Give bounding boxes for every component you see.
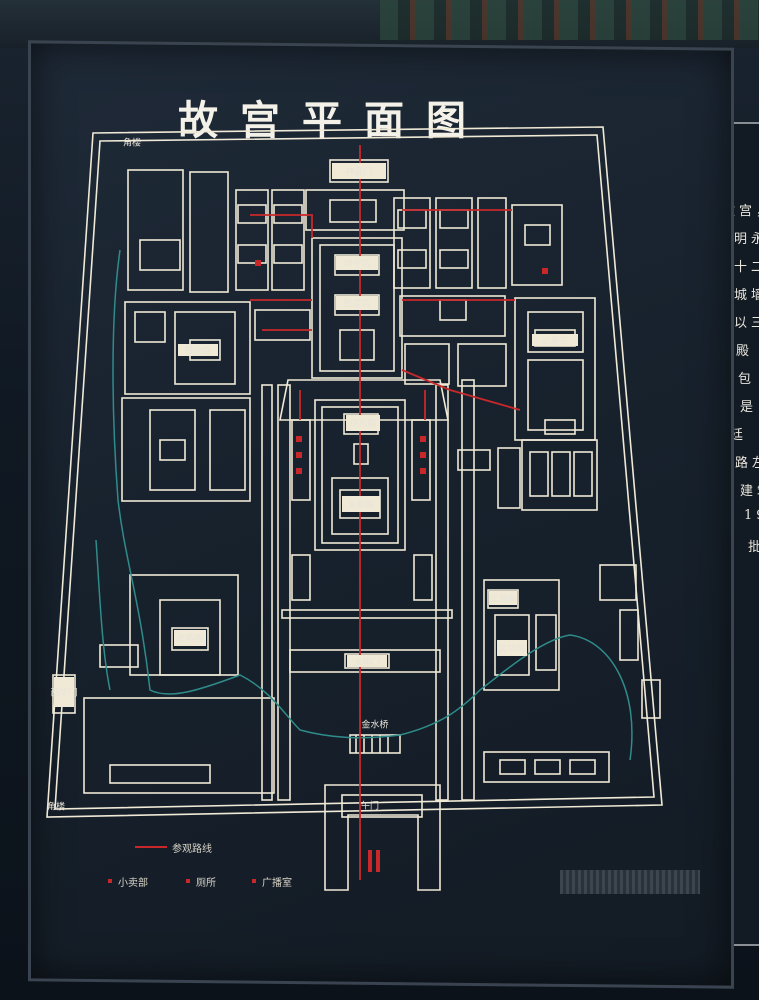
label-kunninggong: 坤宁宫: [336, 256, 378, 270]
description-line: 路左: [735, 456, 759, 471]
label-taihemen: 太和门: [347, 655, 387, 668]
svg-text:西华门: 西华门: [50, 687, 77, 699]
svg-text:太和门: 太和门: [353, 656, 380, 668]
label-wenyuange: 文渊阁: [489, 591, 517, 605]
svg-text:神武门: 神武门: [345, 166, 372, 178]
inner-court: [311, 237, 403, 379]
svg-text:坤宁宫: 坤宁宫: [343, 258, 370, 270]
svg-text:太和殿: 太和殿: [347, 499, 374, 511]
label-xihuamen: 西华门: [50, 677, 78, 707]
legend-exhibit-dot: [186, 879, 190, 883]
legend-exhibit-label: 厕所: [196, 878, 216, 889]
label-taihedian: 太和殿: [342, 496, 380, 512]
svg-text:午门: 午门: [361, 800, 379, 812]
xihuamen-gate: [52, 674, 76, 714]
legend-toilet-label: 小卖部: [118, 878, 148, 889]
description-line: 建筑: [740, 484, 759, 499]
outer-wall-inner: [54, 134, 655, 810]
svg-text:文渊阁: 文渊阁: [489, 593, 516, 605]
svg-text:保和殿: 保和殿: [349, 418, 376, 430]
label-qianqinggong: 乾清宫: [336, 296, 378, 310]
glass-reflection: [560, 870, 700, 894]
label-jiaolou-left: 角楼: [123, 137, 141, 149]
svg-text:武英殿: 武英殿: [176, 633, 203, 645]
map-title: 故宫平面图: [178, 97, 488, 144]
label-baohedian: 保和殿: [346, 415, 380, 431]
label-ningshougong: 宁寿宫: [532, 334, 578, 347]
label-wuyingdian: 武英殿: [174, 630, 206, 646]
inner-golden-water-river: [112, 249, 633, 761]
svg-text:金水桥: 金水桥: [361, 719, 388, 731]
wumen-gate: [324, 784, 441, 891]
label-wenhuadian: 文华殿: [497, 640, 527, 656]
cining-palace-block: [124, 301, 251, 395]
legend-toilet-dot: [108, 879, 112, 883]
legend-route-label: 参观路线: [172, 844, 212, 855]
label-shenwumen: 神武门: [332, 163, 386, 179]
description-line: 19: [744, 508, 759, 523]
jinshui-bridge: [349, 734, 401, 754]
facility-markers: [255, 260, 548, 872]
svg-text:角楼: 角楼: [123, 137, 141, 149]
description-line: 批: [748, 540, 759, 555]
svg-text:角楼: 角楼: [47, 801, 65, 813]
visit-route: [250, 145, 521, 880]
outer-wall: [46, 126, 663, 818]
legend-broadcast-label: 广播室: [262, 878, 292, 889]
svg-text:文华殿: 文华殿: [498, 643, 525, 655]
taihemen-gate: [289, 649, 441, 673]
label-wumen: 午门: [361, 800, 379, 812]
label-cininggong: 慈宁宫: [178, 344, 218, 357]
place-labels: 神武门坤宁宫乾清宫保和殿太和殿太和门午门金水桥武英殿文华殿文渊阁西华门角楼角楼宁…: [47, 137, 578, 813]
building-outlines: [46, 126, 663, 891]
water-channels: [95, 249, 633, 761]
svg-text:宁寿宫: 宁寿宫: [541, 335, 568, 347]
wenhua-hall-block: [483, 579, 560, 691]
svg-text:乾清宫: 乾清宫: [343, 298, 370, 310]
shenwumen-gate: [329, 159, 389, 183]
legend-route-line: [135, 846, 167, 848]
painted-beam-decoration: [380, 0, 759, 40]
svg-text:慈宁宫: 慈宁宫: [184, 345, 211, 357]
legend-broadcast-dot: [252, 879, 256, 883]
label-jinshuiqiao: 金水桥: [361, 719, 388, 731]
label-jiaolou-bottom: 角楼: [47, 801, 65, 813]
